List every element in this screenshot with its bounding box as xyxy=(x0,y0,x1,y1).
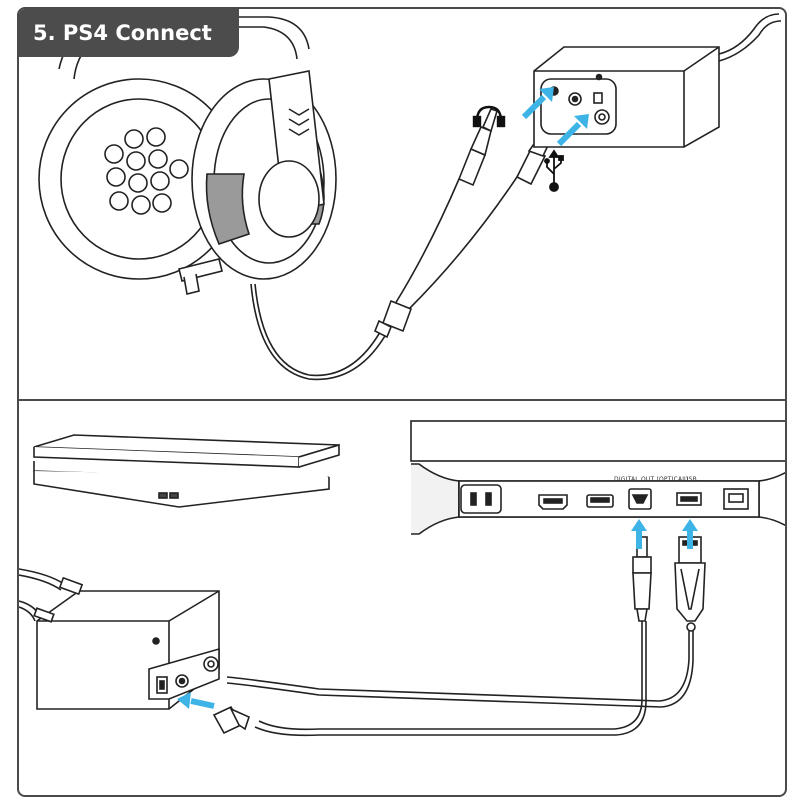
ps4-console xyxy=(33,434,340,508)
usb-adapter-box-top xyxy=(533,13,782,148)
optical-plug xyxy=(632,536,652,622)
ps4-rear-panel xyxy=(410,420,785,535)
optical-plug-small xyxy=(212,705,250,735)
speaker-grille xyxy=(104,127,189,215)
usb-adapter-box-bottom xyxy=(33,576,220,710)
usb-icon xyxy=(544,149,564,192)
digital-out-label: DIGITAL OUT (OPTICAL) xyxy=(614,476,689,483)
bottom-cables xyxy=(19,568,694,737)
diagram-frame: 5. PS4 Connect DIGITAL OUT (OPTICAL) USB xyxy=(17,7,787,797)
connect-arrows-top xyxy=(521,87,589,147)
panel-divider xyxy=(19,399,785,401)
step-title: 5. PS4 Connect xyxy=(19,9,239,57)
connect-arrows-bottom xyxy=(177,519,698,709)
headset-illustration xyxy=(38,16,337,295)
audio-plug xyxy=(457,108,498,187)
diagram-artwork xyxy=(19,13,785,737)
headset-cable xyxy=(250,173,520,381)
cable-splitter xyxy=(373,299,413,339)
headphone-icon xyxy=(472,105,506,128)
usb-port-label: USB xyxy=(684,476,697,483)
usb-a-plug xyxy=(674,536,706,632)
